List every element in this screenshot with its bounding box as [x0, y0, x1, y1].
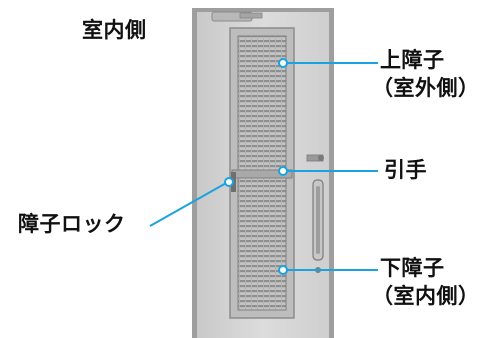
label-lower-panel: 下障子 — [380, 256, 445, 280]
leader-dots — [224, 58, 288, 275]
door-closer-arm — [239, 12, 263, 19]
dot-handle — [278, 166, 288, 176]
dot-lower-panel — [278, 265, 288, 275]
dot-panel-lock — [224, 177, 234, 187]
door-handle-grip — [316, 186, 320, 254]
label-panel-lock: 障子ロック — [18, 212, 126, 236]
lower-panel-screen — [237, 177, 287, 311]
door — [192, 8, 334, 338]
latch-knob — [318, 155, 324, 161]
label-upper-panel: 上障子 — [380, 48, 445, 72]
label-indoor-side: 室内側 — [82, 18, 147, 42]
leader-panel-lock — [149, 181, 229, 227]
label-upper-panel-sub: （室外側） — [372, 76, 480, 100]
leader-lines — [149, 62, 378, 271]
label-handle: 引手 — [384, 158, 427, 182]
dot-upper-panel — [278, 58, 288, 68]
label-lower-panel-sub: （室内側） — [372, 284, 480, 308]
upper-panel-screen — [237, 35, 287, 171]
